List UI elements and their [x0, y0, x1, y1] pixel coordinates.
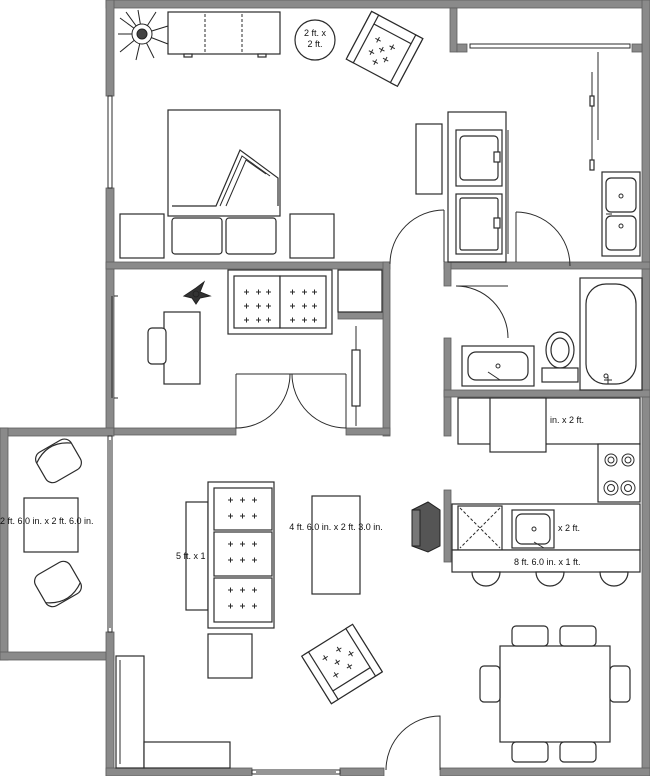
nightstand-right [289, 213, 335, 259]
sliding-door-marks [111, 52, 599, 399]
coffee-table [311, 495, 361, 595]
plant-icon [118, 9, 169, 61]
sofa-label: 5 ft. x 1 [176, 551, 206, 561]
desk-chair [147, 327, 167, 365]
bar-stools [471, 571, 629, 587]
balcony: 2 ft. 6.0 in. x 2 ft. 6.0 in. [0, 438, 94, 608]
kitchen-sink-label: x 2 ft. [558, 523, 580, 533]
dining [479, 625, 631, 763]
kitchen: in. x 2 ft. x 2 ft. 8 ft. 6.0 in. x 1 ft… [451, 397, 641, 587]
balcony-table [23, 497, 79, 553]
bathroom-sink [461, 345, 535, 387]
stove [597, 443, 641, 503]
dining-chairs [479, 625, 631, 763]
fridge-counter [457, 397, 641, 445]
bed [167, 109, 281, 255]
bird-icon [182, 280, 212, 305]
dresser [167, 11, 281, 58]
ottoman [207, 633, 253, 679]
office [147, 269, 383, 426]
armchair-bedroom [345, 10, 424, 88]
armchair-living [300, 623, 384, 705]
tv-icon [411, 501, 441, 553]
loveseat-office [227, 269, 333, 335]
door-swings [235, 209, 571, 771]
nightstand-left [119, 213, 165, 259]
balcony-table-label: 2 ft. 6.0 in. x 2 ft. 6.0 in. [0, 516, 94, 526]
coffee-table-label: 4 ft. 6.0 in. x 2 ft. 3.0 in. [289, 522, 383, 532]
bathroom [461, 277, 643, 391]
closet-cabinet [415, 123, 443, 195]
counter-label: 8 ft. 6.0 in. x 1 ft. [514, 557, 581, 567]
balcony-chair-top [35, 438, 82, 484]
fridge-label: in. x 2 ft. [550, 415, 584, 425]
toilet [541, 331, 579, 383]
balcony-chair-bottom [34, 560, 82, 608]
laundry [447, 111, 509, 263]
desk [163, 311, 201, 385]
windows [107, 43, 631, 775]
bathtub [579, 277, 643, 391]
entry-cabinet [115, 655, 231, 769]
double-sink [601, 171, 641, 257]
living-room: 5 ft. x 1 4 ft. 6.0 in. x 2 ft. 3.0 in. [115, 481, 441, 769]
dining-table [499, 645, 611, 743]
fridge [489, 397, 547, 453]
office-cabinet [337, 269, 383, 313]
sofa [207, 481, 275, 629]
kitchen-sink [511, 509, 555, 549]
